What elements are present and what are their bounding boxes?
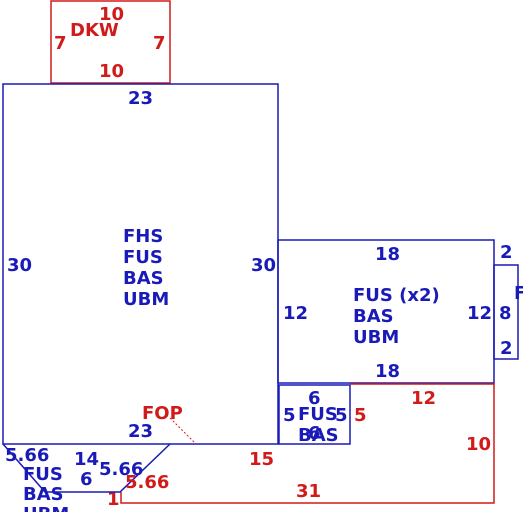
small-box-bottom-dim: 6 <box>308 423 321 444</box>
fop-area[interactable]: FOP 5 12 10 15 31 1 <box>107 383 495 510</box>
fop-outline <box>120 383 495 504</box>
far-right-middle-dim: 8 <box>499 303 512 324</box>
bottom-left-outline <box>2 443 171 493</box>
small-box-left-dim: 5 <box>283 405 296 426</box>
fop-left-bottom-dim: 1 <box>107 489 120 510</box>
main-area[interactable]: 23 30 30 23 FHS FUS BAS UBM <box>2 83 279 445</box>
bottom-left-left-top-dim: 5.66 <box>5 445 49 466</box>
dkw-label: DKW <box>70 20 119 41</box>
dkw-left-dim: 7 <box>54 33 67 54</box>
fop-right-top-dim: 5 <box>354 405 367 426</box>
main-label-fus: FUS <box>123 247 163 268</box>
far-right-area[interactable]: 2 8 2 F <box>493 242 523 360</box>
main-right-dim: 30 <box>251 255 276 276</box>
main-left-dim: 30 <box>7 255 32 276</box>
bottom-left-label-bas: BAS <box>23 484 64 505</box>
main-top-dim: 23 <box>128 88 153 109</box>
small-box-right-dim: 5 <box>335 405 348 426</box>
bottom-left-red-diag-dim: 5.66 <box>125 472 169 493</box>
small-box-area[interactable]: 6 5 5 6 FUS BAS <box>278 384 351 446</box>
main-label-fhs: FHS <box>123 226 163 247</box>
bottom-left-top-dim: 14 <box>74 449 99 470</box>
fop-bottom-dim: 31 <box>296 481 321 502</box>
bottom-left-label-fus: FUS <box>23 464 63 485</box>
dkw-outline <box>50 0 171 84</box>
right-block-top-dim: 18 <box>375 244 400 265</box>
right-block-label-ubm: UBM <box>353 327 399 348</box>
far-right-bottom-dim: 2 <box>500 338 513 359</box>
bottom-left-diag-dim: 5.66 <box>99 459 143 480</box>
right-block-left-dim: 12 <box>283 303 308 324</box>
bottom-left-area[interactable]: 5.66 14 6 5.66 5.66 FUS BAS UBM <box>2 443 171 512</box>
main-label-ubm: UBM <box>123 289 169 310</box>
small-box-label-fus: FUS <box>298 404 338 425</box>
far-right-edge-label: F <box>514 283 523 304</box>
dkw-right-dim: 7 <box>153 33 166 54</box>
dkw-bottom-dim: 10 <box>99 61 124 82</box>
far-right-outline <box>493 264 519 360</box>
small-box-outline <box>278 384 351 445</box>
far-right-top-dim: 2 <box>500 242 513 263</box>
dkw-top-dim: 10 <box>99 4 124 25</box>
right-block-label-bas: BAS <box>353 306 394 327</box>
small-box-label-bas: BAS <box>298 425 339 446</box>
main-bottom-dim: 23 <box>128 421 153 442</box>
right-block-area[interactable]: 18 12 12 18 FUS (x2) BAS UBM <box>277 239 495 384</box>
right-block-right-dim: 12 <box>467 303 492 324</box>
dkw-area[interactable]: DKW 10 7 7 10 <box>50 0 171 84</box>
bottom-left-inner-dim: 6 <box>80 469 93 490</box>
small-box-top-dim: 6 <box>308 388 321 409</box>
fop-top-dim: 12 <box>411 388 436 409</box>
right-block-bottom-dim: 18 <box>375 361 400 382</box>
fop-right-dim: 10 <box>466 434 491 455</box>
fop-label: FOP <box>142 403 183 424</box>
main-label-bas: BAS <box>123 268 164 289</box>
right-block-label-fus: FUS (x2) <box>353 285 440 306</box>
fop-mid-dim: 15 <box>249 449 274 470</box>
bottom-left-label-ubm: UBM <box>23 504 69 512</box>
